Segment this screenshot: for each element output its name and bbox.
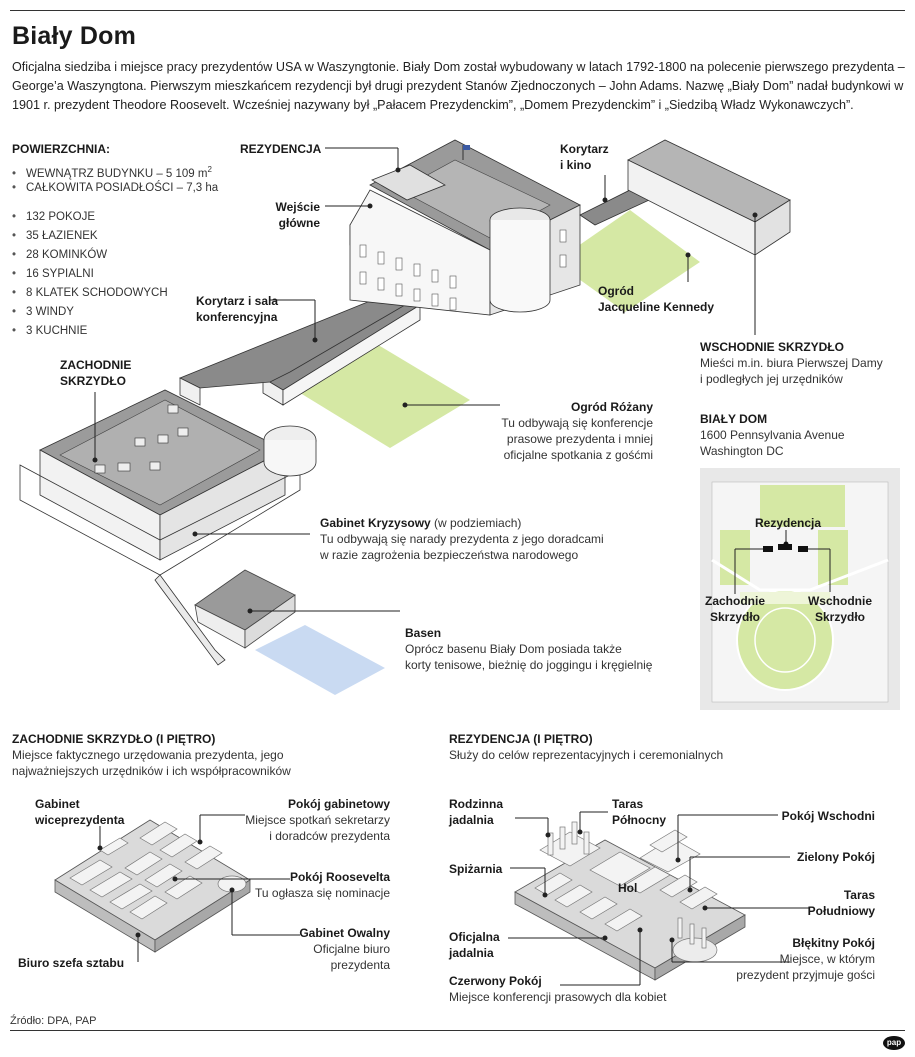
label-blekitny-pokoj: Błękitny Pokój Miejsce, w którym prezyde… <box>736 936 875 982</box>
map-east-wing-icon <box>798 546 808 552</box>
label-gabinet-owalny: Gabinet Owalny Oficjalne biuro prezydent… <box>299 926 390 972</box>
area-list: WEWNĄTRZ BUDYNKU – 5 109 m2 CAŁKOWITA PO… <box>12 160 218 198</box>
page-title: Biały Dom <box>12 22 137 50</box>
roof-vent <box>117 462 131 472</box>
label-spizarnia: Spiżarnia <box>449 862 503 876</box>
label-taras-poludniowy: Taras Południowy <box>807 888 875 918</box>
label-ogrod-jk: Ogród Jacqueline Kennedy <box>598 284 715 314</box>
count-item: 132 POKOJE <box>12 208 168 227</box>
label-wschodnie-skrzydlo: WSCHODNIE SKRZYDŁO Mieści m.in. biura Pi… <box>700 340 883 386</box>
map-label-rezydencja: Rezydencja <box>754 516 822 530</box>
count-item: 3 WINDY <box>12 303 168 322</box>
label-taras-polnocny: Taras Północny <box>612 797 667 827</box>
counts-list: 132 POKOJE 35 ŁAZIENEK 28 KOMINKÓW 16 SY… <box>12 208 168 341</box>
stats-heading: POWIERZCHNIA: <box>12 142 110 156</box>
pap-logo: pap <box>883 1036 905 1050</box>
intro-text: Oficjalna siedziba i miejsce pracy prezy… <box>12 60 905 112</box>
area-inside: WEWNĄTRZ BUDYNKU – 5 109 m2 <box>12 160 218 180</box>
bottom-rule <box>10 1030 905 1031</box>
label-czerwony-pokoj: Czerwony Pokój Miejsce konferencji praso… <box>449 974 667 1004</box>
west-wing-floorplan <box>54 814 300 962</box>
roof-vent <box>177 427 189 437</box>
west-corridor-colonnade <box>282 304 421 406</box>
roof-vent <box>94 464 106 474</box>
label-korytarz-kino: Korytarz i kino <box>560 142 609 172</box>
pool-house-side <box>244 594 296 649</box>
count-item: 3 KUCHNIE <box>12 322 168 341</box>
label-rezydencja: REZYDENCJA <box>240 142 322 156</box>
count-item: 8 KLATEK SCHODOWYCH <box>12 284 168 303</box>
residence-windows <box>359 229 567 311</box>
roof-vent <box>149 461 161 471</box>
label-gabinet-kryzysowy: Gabinet Kryzysowy (w podziemiach) Tu odb… <box>320 516 604 562</box>
west-floor-header: ZACHODNIE SKRZYDŁO (I PIĘTRO) Miejsce fa… <box>12 732 291 778</box>
address-block: BIAŁY DOM 1600 Pennsylvania Avenue Washi… <box>700 412 845 458</box>
roof-vent <box>134 437 146 447</box>
label-wejscie: Wejście główne <box>275 200 320 230</box>
label-rodzinna-jadalnia: Rodzinna jadalnia <box>449 797 503 827</box>
label-zachodnie-skrzydlo: ZACHODNIE SKRZYDŁO <box>60 358 132 388</box>
area-total: CAŁKOWITA POSIADŁOŚCI – 7,3 ha <box>12 179 218 198</box>
source-note: Źródło: DPA, PAP <box>10 1015 97 1027</box>
label-oficjalna-jadalnia: Oficjalna jadalnia <box>449 930 500 960</box>
count-item: 16 SYPIALNI <box>12 265 168 284</box>
west-wing-side <box>159 449 286 561</box>
location-map <box>700 468 900 710</box>
south-portico <box>489 220 551 313</box>
top-rule <box>10 10 905 11</box>
count-item: 35 ŁAZIENEK <box>12 227 168 246</box>
label-zielony-pokoj: Zielony Pokój <box>796 850 875 864</box>
label-ogrod-rozany: Ogród Różany Tu odbywają się konferencje… <box>501 400 653 462</box>
label-pokoj-gabinetowy: Pokój gabinetowy Miejsce spotkań sekreta… <box>245 797 390 843</box>
map-west-wing-icon <box>763 546 773 552</box>
residence-floorplan <box>508 811 810 986</box>
map-label-zachodnie: Zachodnie Skrzydło <box>704 594 765 624</box>
label-basen: Basen Oprócz basenu Biały Dom posiada ta… <box>405 626 653 672</box>
flag-icon <box>463 145 470 150</box>
label-pokoj-roosevelta: Pokój Roosevelta Tu ogłasza się nominacj… <box>255 870 390 900</box>
west-wing-plinth <box>19 464 301 576</box>
label-biuro-szefa-sztabu: Biuro szefa sztabu <box>18 956 125 970</box>
map-residence-icon <box>778 544 792 550</box>
west-wing-roof-top <box>59 399 261 506</box>
west-rotunda-wall <box>263 440 317 477</box>
label-gabinet-wiceprezydenta: Gabinet wiceprezydenta <box>35 797 125 827</box>
west-wing-ramp <box>154 574 226 666</box>
count-item: 28 KOMINKÓW <box>12 246 168 265</box>
label-pokoj-wschodni: Pokój Wschodni <box>781 809 875 823</box>
map-label-wschodnie: Wschodnie Skrzydło <box>807 594 872 624</box>
res-floor-header: REZYDENCJA (I PIĘTRO) Służy do celów rep… <box>449 732 724 762</box>
pool <box>255 625 385 695</box>
jacqueline-kennedy-garden <box>555 210 700 312</box>
roof-vent <box>157 434 169 444</box>
conference-corridor-wall <box>179 377 201 406</box>
label-korytarz-sala: Korytarz i sala konferencyjna <box>196 294 279 324</box>
roof-vent <box>167 404 179 414</box>
label-hol: Hol <box>618 881 638 895</box>
